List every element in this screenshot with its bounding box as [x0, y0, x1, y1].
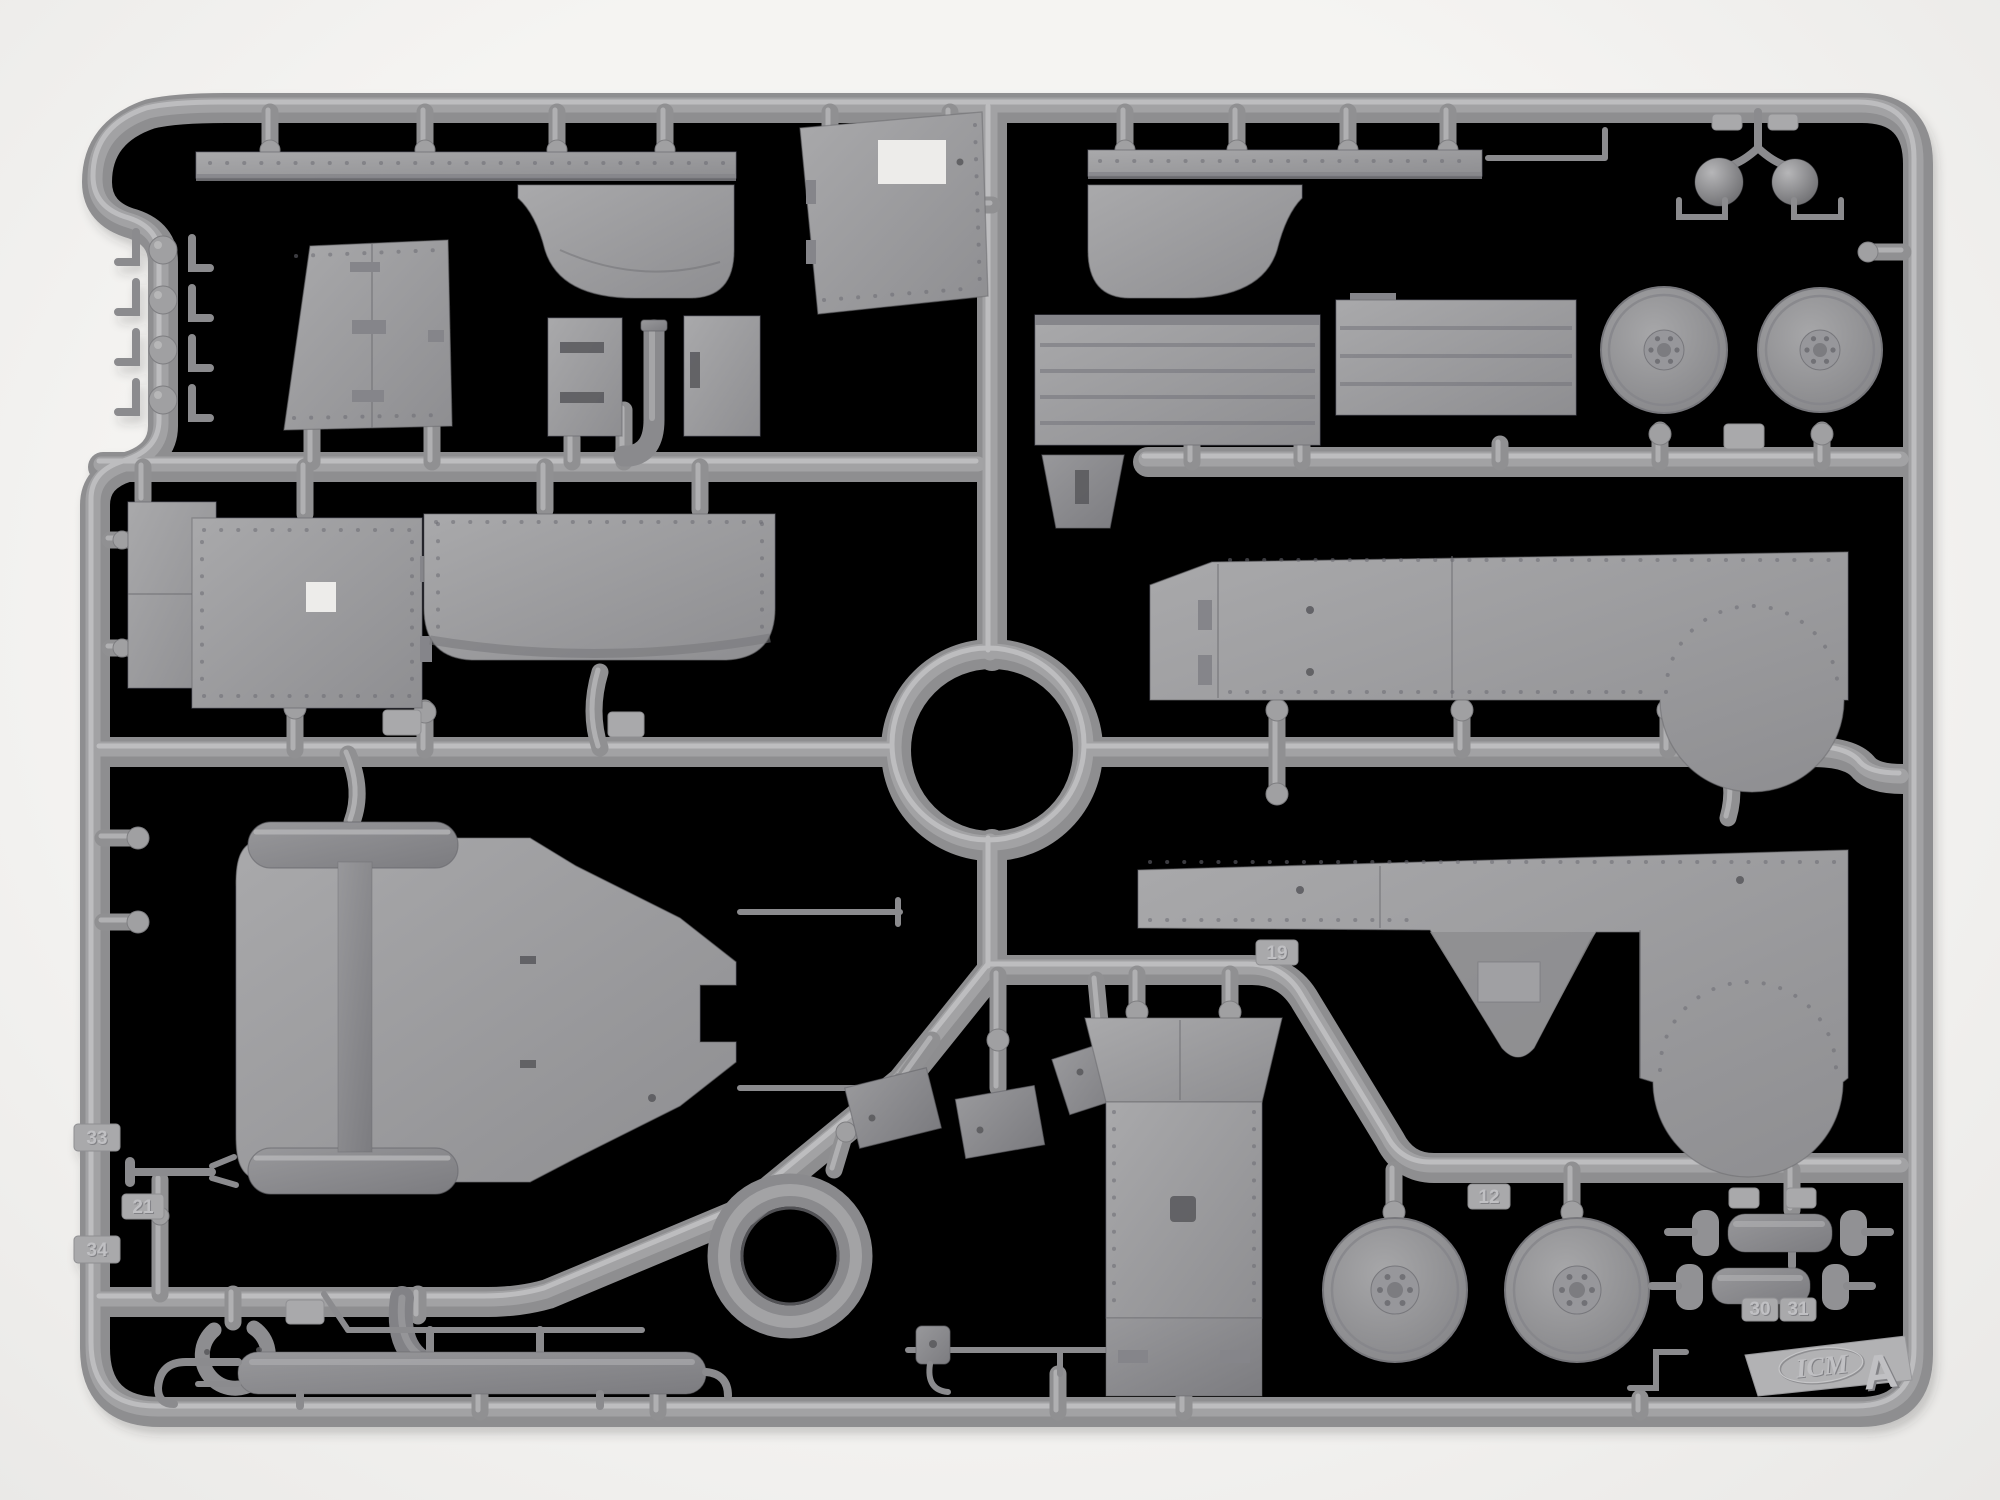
svg-text:34: 34: [86, 1240, 108, 1261]
svg-text:19: 19: [1267, 944, 1288, 965]
part-louver-hatch-2: [1335, 293, 1577, 416]
svg-text:34: 34: [87, 1241, 109, 1262]
part-wheel-2: [1504, 1217, 1650, 1363]
part-number-tab-12: 12 12: [1467, 1183, 1511, 1210]
svg-text:21: 21: [132, 1197, 154, 1218]
part-exhaust-manifold: [153, 1291, 732, 1410]
part-wheel-1: [1322, 1217, 1468, 1363]
part-door-panel-trapezoid: [283, 239, 453, 431]
blank-molding-tabs: [285, 113, 1817, 1325]
svg-text:12: 12: [1478, 1187, 1499, 1208]
part-hatch-plate-slotted: [547, 317, 623, 437]
part-number-tab-31: 31 31: [1779, 1297, 1817, 1322]
part-spare-wheel-2: [1757, 287, 1883, 413]
part-running-board-right: [1087, 127, 1608, 179]
part-fender-chute-left: [517, 184, 735, 299]
part-armored-door: [799, 111, 989, 315]
part-curved-roof-panel: [423, 513, 776, 661]
part-bonnet-hood: [1084, 1017, 1283, 1397]
part-louver-hatch-1: [1034, 314, 1321, 446]
part-number-tab-19: 19 19: [1255, 939, 1299, 966]
part-muffler-set: [1648, 1210, 1894, 1310]
part-filler-pipe: [613, 319, 668, 467]
part-hatch-plate-small: [683, 315, 761, 437]
part-tow-ball-brackets: [114, 228, 214, 422]
part-number-tab-34: 34 34: [73, 1235, 121, 1264]
svg-text:31: 31: [1787, 1299, 1809, 1320]
part-number-tab-30: 30 30: [1741, 1297, 1779, 1322]
part-riveted-plate: [191, 517, 432, 709]
brand-logo-text: ICM: [1794, 1349, 1851, 1385]
svg-text:30: 30: [1749, 1299, 1770, 1320]
svg-text:12: 12: [1479, 1188, 1500, 1209]
svg-text:21: 21: [133, 1198, 155, 1219]
part-hull-side-upper: [1149, 551, 1849, 793]
part-slotted-bracket: [1041, 454, 1125, 529]
svg-text:19: 19: [1266, 943, 1287, 964]
part-drain-tap: [125, 1154, 239, 1188]
logo-plate: ICM ICM A A: [1744, 1335, 1913, 1402]
part-z-bracket: [1627, 1349, 1689, 1391]
sprue-letter: A: [1860, 1344, 1900, 1400]
part-hull-side-lower: [1137, 849, 1849, 1178]
part-headlights: [1676, 108, 1844, 220]
part-number-tab-33: 33 33: [73, 1123, 121, 1152]
brand-logo-text: ICM: [1793, 1348, 1850, 1384]
sprue-letter: A: [1862, 1346, 1902, 1402]
part-fender-chute-right: [1087, 184, 1303, 299]
part-spare-wheel-1: [1600, 286, 1728, 414]
svg-text:31: 31: [1788, 1300, 1810, 1321]
svg-text:33: 33: [87, 1129, 108, 1150]
svg-text:33: 33: [86, 1128, 107, 1149]
svg-text:30: 30: [1750, 1300, 1771, 1321]
part-spare-tire: [707, 1173, 873, 1339]
part-number-tab-21: 21 21: [121, 1193, 165, 1220]
part-running-board-left: [195, 151, 737, 181]
